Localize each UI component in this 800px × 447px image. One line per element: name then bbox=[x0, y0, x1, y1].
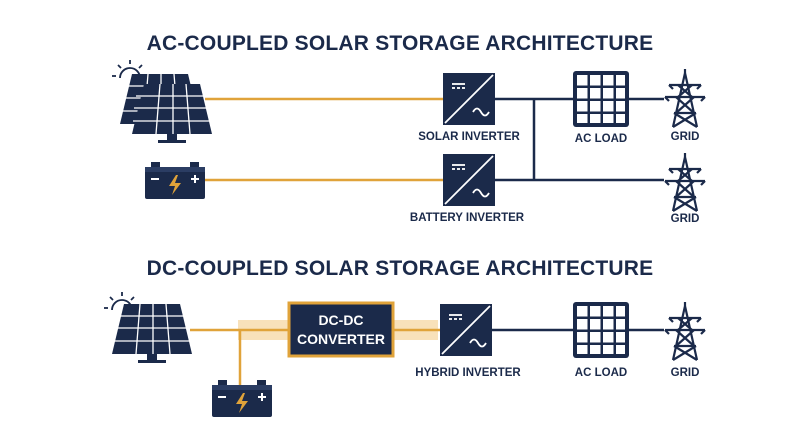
grid-label: GRID bbox=[671, 131, 700, 143]
inverter-icon bbox=[439, 303, 493, 357]
ac-section-title: AC-COUPLED SOLAR STORAGE ARCHITECTURE bbox=[147, 32, 654, 55]
dc-dc-converter-box bbox=[287, 301, 395, 358]
converter-label-line2: CONVERTER bbox=[297, 331, 385, 347]
inverter-icon bbox=[442, 72, 496, 126]
transmission-tower-icon bbox=[663, 151, 707, 213]
transmission-tower-icon bbox=[663, 67, 707, 129]
battery-inverter-label: BATTERY INVERTER bbox=[410, 212, 525, 224]
grid-label: GRID bbox=[671, 213, 700, 225]
solar-inverter-label: SOLAR INVERTER bbox=[418, 131, 520, 143]
hybrid-inverter-label: HYBRID INVERTER bbox=[415, 367, 521, 379]
battery-icon bbox=[144, 161, 206, 200]
converter-label-line1: DC-DC bbox=[318, 312, 363, 328]
dc-section-title: DC-COUPLED SOLAR STORAGE ARCHITECTURE bbox=[147, 257, 654, 280]
inverter-icon bbox=[442, 153, 496, 207]
solar-panel-icon bbox=[111, 303, 193, 364]
grid-label: GRID bbox=[671, 367, 700, 379]
ac-load-icon bbox=[573, 71, 629, 127]
ac-load-label: AC LOAD bbox=[575, 367, 627, 379]
ac-load-label: AC LOAD bbox=[575, 133, 627, 145]
ac-load-icon bbox=[573, 302, 629, 358]
solar-panel-icon bbox=[131, 83, 213, 144]
transmission-tower-icon bbox=[663, 300, 707, 362]
battery-icon bbox=[211, 379, 273, 418]
